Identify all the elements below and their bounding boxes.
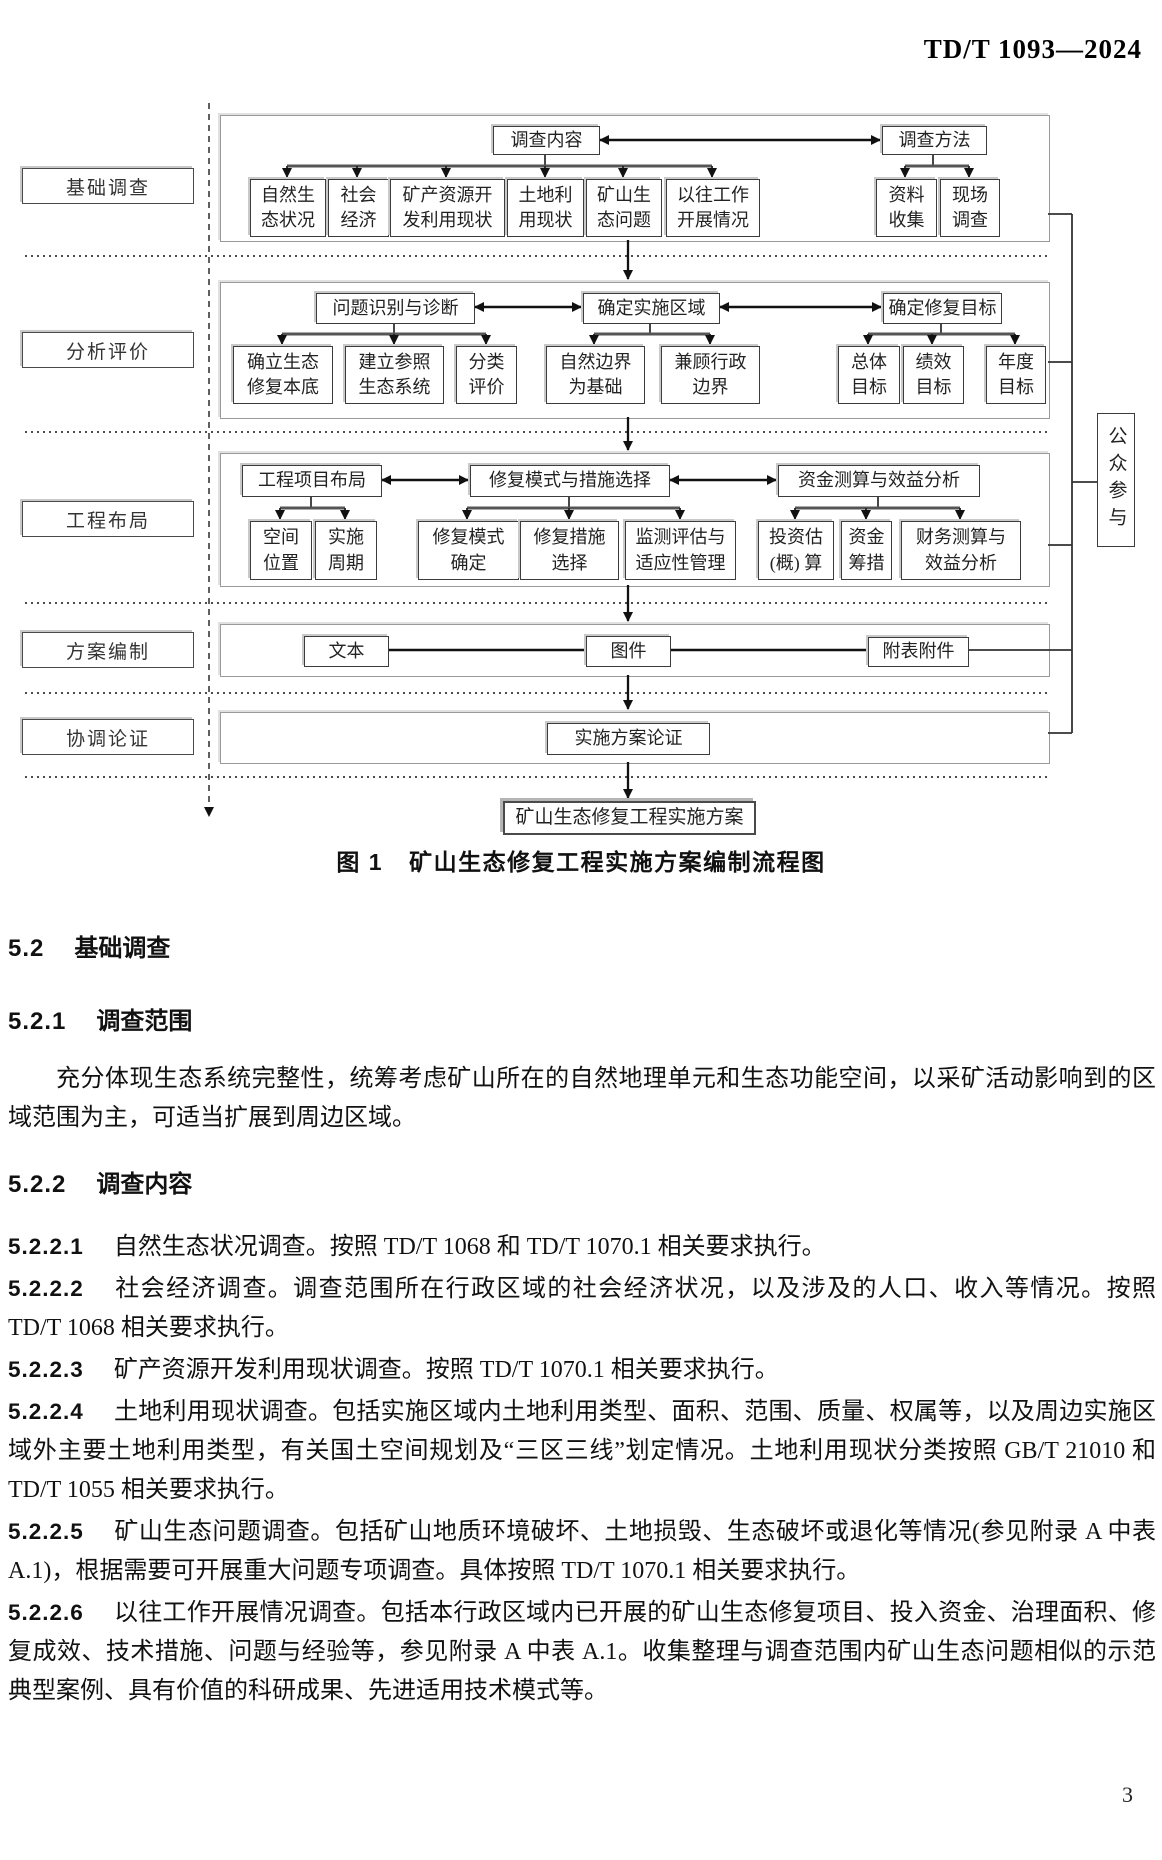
figure-caption: 图 1 矿山生态修复工程实施方案编制流程图 xyxy=(0,843,1162,877)
node-land-use-status: 土地利 用现状 xyxy=(507,179,584,237)
node-fund-benefit-analysis: 资金测算与效益分析 xyxy=(778,465,980,497)
node-measure-selection: 修复措施 选择 xyxy=(520,521,619,580)
heading-5-2-2-title: 调查内容 xyxy=(96,1171,193,1198)
node-implementation-period: 实施 周期 xyxy=(315,521,377,580)
phase-label-plan-compilation: 方案编制 xyxy=(22,632,194,668)
node-overall-goal: 总体 目标 xyxy=(838,346,900,404)
node-natural-boundary: 自然边界 为基础 xyxy=(546,346,645,404)
heading-5-2: 5.2 基础调查 xyxy=(8,928,1156,963)
heading-5-2-title: 基础调查 xyxy=(74,935,171,962)
node-mode-measure-selection: 修复模式与措施选择 xyxy=(470,465,670,497)
node-survey-content: 调查内容 xyxy=(493,126,600,155)
node-mineral-resource-dev: 矿产资源开 发利用现状 xyxy=(390,179,505,237)
heading-5-2-2-number: 5.2.2 xyxy=(8,1171,67,1198)
node-survey-method: 调查方法 xyxy=(882,126,987,155)
node-field-survey: 现场 调查 xyxy=(940,179,1000,237)
clause-5-2-2-3: 5.2.2.3 矿产资源开发利用现状调查。按照 TD/T 1070.1 相关要求执… xyxy=(8,1350,1156,1390)
node-data-collection: 资料 收集 xyxy=(876,179,937,237)
node-reference-ecosystem: 建立参照 生态系统 xyxy=(345,346,444,404)
final-plan-box: 矿山生态修复工程实施方案 xyxy=(503,801,756,835)
node-mine-eco-issues: 矿山生 态问题 xyxy=(586,179,662,237)
phase-label-basic-survey: 基础调查 xyxy=(22,168,194,204)
node-problem-diagnosis: 问题识别与诊断 xyxy=(316,293,475,324)
clause-5-2-2-6-number: 5.2.2.6 xyxy=(8,1600,84,1625)
node-fund-raising: 资金 筹措 xyxy=(841,521,892,580)
node-monitoring-adaptive-mgmt: 监测评估与 适应性管理 xyxy=(625,521,736,580)
phase-label-coordination-review: 协调论证 xyxy=(22,719,194,755)
heading-5-2-1-title: 调查范围 xyxy=(96,1008,193,1035)
clause-5-2-2-4-number: 5.2.2.4 xyxy=(8,1399,84,1424)
phase-label-analysis-evaluation: 分析评价 xyxy=(22,332,194,368)
node-define-implementation-area: 确定实施区域 xyxy=(583,293,720,324)
node-project-layout: 工程项目布局 xyxy=(242,465,382,497)
clause-5-2-2-2-text: 社会经济调查。调查范围所在行政区域的社会经济状况，以及涉及的人口、收入等情况。按… xyxy=(8,1276,1156,1341)
node-investment-estimate: 投资估 (概) 算 xyxy=(758,521,834,580)
node-performance-goal: 绩效 目标 xyxy=(903,346,964,404)
clause-5-2-2-5-number: 5.2.2.5 xyxy=(8,1519,84,1544)
heading-5-2-number: 5.2 xyxy=(8,935,45,962)
node-classified-evaluation: 分类 评价 xyxy=(456,346,517,404)
public-participation-box: 公众参与 xyxy=(1097,413,1135,547)
node-text-document: 文本 xyxy=(304,636,389,667)
body-text: 5.2 基础调查 5.2.1 调查范围 充分体现生态系统完整性，统筹考虑矿山所在的自… xyxy=(8,928,1156,1711)
node-mode-determination: 修复模式 确定 xyxy=(418,521,519,580)
node-eco-baseline: 确立生态 修复本底 xyxy=(233,346,333,404)
node-social-economy: 社会 经济 xyxy=(328,179,389,237)
clause-5-2-2-3-text: 矿产资源开发利用现状调查。按照 TD/T 1070.1 相关要求执行。 xyxy=(113,1357,779,1383)
node-financial-analysis: 财务测算与 效益分析 xyxy=(901,521,1021,580)
heading-5-2-2: 5.2.2 调查内容 xyxy=(8,1164,1156,1199)
clause-5-2-2-4-text: 土地利用现状调查。包括实施区域内土地利用类型、面积、范围、质量、权属等，以及周边… xyxy=(8,1399,1156,1503)
figure-caption-label: 图 1 xyxy=(336,849,384,875)
node-attachments: 附表附件 xyxy=(868,637,969,667)
page-number: 3 xyxy=(1122,1782,1133,1807)
node-natural-eco-status: 自然生 态状况 xyxy=(250,179,326,237)
node-spatial-position: 空间 位置 xyxy=(250,521,312,580)
clause-5-2-2-2-number: 5.2.2.2 xyxy=(8,1276,84,1301)
paragraph-5-2-1: 充分体现生态系统完整性，统筹考虑矿山所在的自然地理单元和生态功能空间，以采矿活动… xyxy=(8,1066,1156,1131)
clause-5-2-2-1-number: 5.2.2.1 xyxy=(8,1234,84,1259)
node-plan-review: 实施方案论证 xyxy=(547,723,710,755)
clause-5-2-2-1: 5.2.2.1 自然生态状况调查。按照 TD/T 1068 和 TD/T 1070… xyxy=(8,1227,1156,1267)
standard-number: TD/T 1093—2024 xyxy=(923,34,1142,64)
clause-5-2-2-6-text: 以往工作开展情况调查。包括本行政区域内已开展的矿山生态修复项目、投入资金、治理面… xyxy=(8,1600,1156,1704)
heading-5-2-1-number: 5.2.1 xyxy=(8,1008,67,1035)
heading-5-2-1: 5.2.1 调查范围 xyxy=(8,1001,1156,1036)
node-maps: 图件 xyxy=(586,636,671,667)
node-admin-boundary: 兼顾行政 边界 xyxy=(661,346,760,404)
node-define-restoration-goals: 确定修复目标 xyxy=(883,293,1002,324)
figure-caption-title: 矿山生态修复工程实施方案编制流程图 xyxy=(409,849,826,875)
clause-5-2-2-1-text: 自然生态状况调查。按照 TD/T 1068 和 TD/T 1070.1 相关要求… xyxy=(113,1234,826,1260)
node-annual-goal: 年度 目标 xyxy=(986,346,1046,404)
node-past-work: 以往工作 开展情况 xyxy=(666,179,760,237)
clause-5-2-2-3-number: 5.2.2.3 xyxy=(8,1357,84,1382)
clause-5-2-2-5-text: 矿山生态问题调查。包括矿山地质环境破坏、土地损毁、生态破坏或退化等情况(参见附录… xyxy=(8,1519,1156,1584)
phase-label-project-layout: 工程布局 xyxy=(22,501,194,537)
